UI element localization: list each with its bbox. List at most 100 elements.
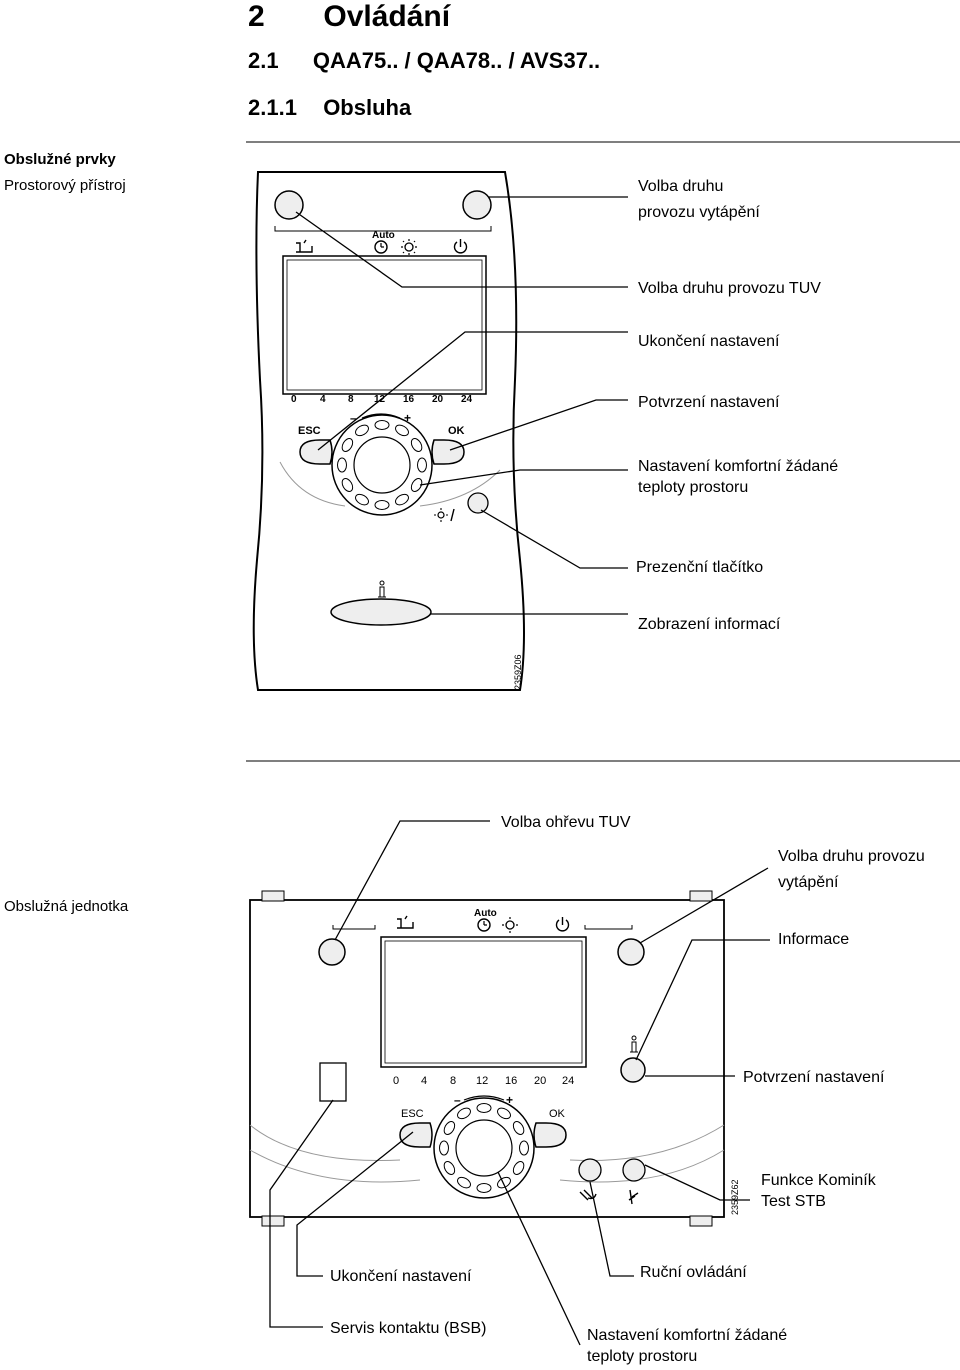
scale-0: 0	[291, 394, 297, 405]
subsection-title: Obsluha	[323, 95, 412, 120]
dial-grip	[410, 438, 423, 452]
dial-grip	[341, 478, 354, 492]
dial-grip	[395, 424, 409, 437]
dial-grip	[512, 1161, 525, 1175]
ok-label-2: OK	[549, 1108, 566, 1120]
chapter-heading: 2 Ovládání	[248, 0, 450, 34]
label2-heating-mode-line1: Volba druhu provozu	[778, 848, 925, 865]
svg-text:0: 0	[393, 1075, 399, 1087]
dial-grip	[476, 1183, 492, 1193]
scale-12: 12	[374, 394, 386, 405]
dial-grip	[443, 1161, 456, 1175]
label-dhw-mode: Volba druhu provozu TUV	[638, 280, 821, 297]
tap-icon	[296, 239, 313, 253]
dhw-mode-button[interactable]	[462, 190, 492, 220]
dial-grip	[497, 1107, 511, 1120]
sun-icon	[401, 239, 417, 255]
label2-stb-test: Test STB	[761, 1193, 826, 1210]
section-title: QAA75.. / QAA78.. / AVS37..	[312, 48, 601, 73]
figure2-code: 2359Z62	[730, 1179, 740, 1215]
esc-label-2: ESC	[401, 1108, 424, 1120]
dial-grip	[417, 457, 427, 473]
dial-grip	[476, 1103, 492, 1113]
svg-text:24: 24	[562, 1075, 574, 1087]
setpoint-dial-2[interactable]	[433, 1097, 535, 1199]
dial-grip	[355, 493, 369, 506]
dial-grip	[512, 1121, 525, 1135]
esc-button[interactable]	[299, 439, 333, 465]
dial-grip	[337, 457, 347, 473]
subsection-number: 2.1.1	[248, 95, 297, 120]
info-icon	[378, 580, 386, 598]
ok-button[interactable]	[431, 439, 465, 465]
minus-sign: –	[350, 411, 357, 425]
label-info-display: Zobrazení informací	[638, 616, 781, 633]
label2-escape: Ukončení nastavení	[330, 1268, 472, 1285]
clock-icon	[374, 240, 388, 254]
setpoint-dial[interactable]	[331, 414, 433, 516]
svg-text:8: 8	[450, 1075, 456, 1087]
plus-sign-2: +	[506, 1093, 513, 1107]
mode-auto-label-2: Auto	[474, 908, 497, 919]
scale-16: 16	[403, 394, 415, 405]
standby-icon-2	[555, 917, 570, 932]
label-presence-button: Prezenční tlačítko	[636, 559, 764, 576]
chimney-sweep-button[interactable]	[622, 1158, 646, 1182]
svg-text:20: 20	[534, 1075, 546, 1087]
sun-icon-2	[502, 917, 518, 933]
minus-sign-2: –	[454, 1093, 461, 1107]
ok-label: OK	[448, 425, 465, 437]
dial-grip	[374, 420, 390, 430]
label-comfort-line1: Nastavení komfortní žádané	[638, 458, 839, 475]
dial-grip	[410, 478, 423, 492]
dial-grips-2	[439, 1103, 529, 1193]
dial-grip	[443, 1121, 456, 1135]
mode-bracket	[274, 226, 492, 232]
standby-icon	[453, 239, 468, 254]
info-icon-2	[630, 1035, 638, 1053]
section-heading: 2.1 QAA75.. / QAA78.. / AVS37..	[248, 48, 600, 74]
chapter-title: Ovládání	[323, 0, 451, 33]
moon-icon	[434, 241, 440, 253]
info-button[interactable]	[330, 598, 432, 626]
scale-24: 24	[461, 394, 473, 405]
tap-icon-2	[397, 915, 414, 929]
section-number: 2.1	[248, 48, 279, 73]
label2-heating-mode-line2: vytápění	[778, 874, 839, 891]
presence-button[interactable]	[467, 492, 489, 514]
dial-grips	[337, 420, 427, 510]
label2-information: Informace	[778, 931, 850, 948]
heating-mode-button-2[interactable]	[617, 938, 645, 966]
svg-text:12: 12	[476, 1075, 488, 1087]
bsb-service-socket[interactable]	[319, 1062, 347, 1102]
dial-grip	[457, 1107, 471, 1120]
time-scale-2: 0 4 8 12 16 20 24	[393, 1075, 574, 1087]
dial-grip	[341, 438, 354, 452]
figure1-side-title: Obslužné prvky	[4, 151, 116, 168]
esc-button-2[interactable]	[399, 1122, 433, 1148]
scale-8: 8	[348, 394, 354, 405]
svg-text:16: 16	[505, 1075, 517, 1087]
dial-grip	[457, 1176, 471, 1189]
clock-icon-2	[477, 918, 491, 932]
dial-grip	[395, 493, 409, 506]
scale-4: 4	[320, 394, 326, 405]
figure2-side-title: Obslužná jednotka	[4, 898, 129, 915]
label2-dhw-heating: Volba ohřevu TUV	[501, 814, 631, 831]
label-confirm: Potvrzení nastavení	[638, 394, 780, 411]
dhw-button[interactable]	[318, 938, 346, 966]
info-button-2[interactable]	[620, 1057, 646, 1083]
label-heating-mode-line1: Volba druhu	[638, 178, 724, 195]
ok-button-2[interactable]	[533, 1122, 567, 1148]
heating-mode-button[interactable]	[274, 190, 304, 220]
figure2-leader-lines	[269, 820, 770, 1346]
manual-control-button[interactable]	[578, 1158, 602, 1182]
label2-comfort-line1: Nastavení komfortní žádané	[587, 1327, 788, 1344]
label2-bsb-service: Servis kontaktu (BSB)	[330, 1320, 487, 1337]
label2-manual-control: Ruční ovládání	[640, 1264, 747, 1281]
subsection-heading: 2.1.1 Obsluha	[248, 95, 411, 121]
label2-chimney-sweep: Funkce Kominík	[761, 1172, 876, 1189]
plus-sign: +	[404, 411, 411, 425]
mode-auto-label: Auto	[372, 230, 395, 241]
